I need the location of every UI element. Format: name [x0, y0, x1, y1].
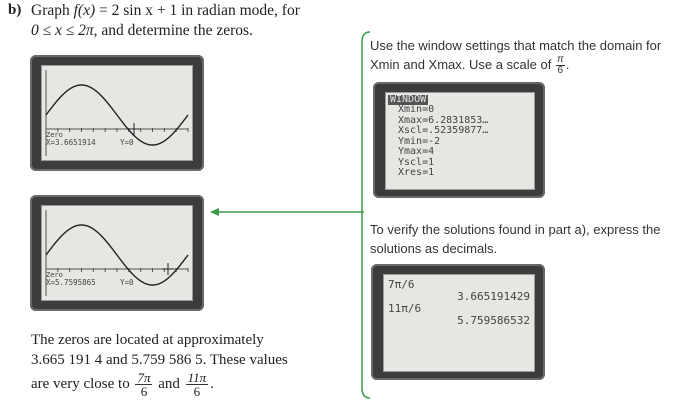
value-5-759: 5.759586532 — [457, 314, 530, 327]
frac2-numerator: 11π — [185, 370, 209, 385]
function-name: f(x) — [73, 2, 96, 19]
scale-frac-numerator: π — [555, 54, 565, 67]
note-verify-decimals: To verify the solutions found in part a)… — [370, 220, 661, 258]
window-line-3: Xscl=.52359877… — [398, 125, 489, 136]
problem-suffix: , and determine the zeros. — [93, 22, 253, 39]
zero-cursor-2 — [162, 263, 174, 275]
window-line-7: Xres=1 — [398, 167, 435, 178]
window-line-6: Yscl=1 — [398, 156, 435, 168]
conclusion-line-1: The zeros are located at approximately — [31, 332, 264, 348]
frac1-numerator: 7π — [135, 370, 153, 385]
connector-arrow — [210, 208, 364, 216]
window-title: WINDOW — [388, 94, 429, 105]
part-label: b) — [8, 2, 22, 18]
problem-prefix: Graph — [31, 2, 74, 19]
note2-line-a: To verify the solutions found in part a)… — [370, 222, 661, 237]
expr-7pi-over-6: 7π/6 — [388, 278, 415, 291]
decimal-screen: 7π/6 3.665191429 11π/6 5.759586532 — [383, 274, 535, 372]
zero-cursor-1 — [128, 123, 140, 135]
note1-line-b-text: Xmin and Xmax. Use a scale of — [370, 57, 552, 72]
problem-equation: = 2 sin x + 1 in radian mode, for — [95, 2, 300, 19]
frac1-denominator: 6 — [140, 384, 148, 399]
zero-readout-x-1: X=3.6651914 — [46, 138, 96, 147]
domain-text: 0 ≤ x ≤ 2π — [31, 22, 94, 39]
conclusion-prefix: are very close to — [31, 375, 130, 392]
window-line-1: Xmin=0 — [398, 104, 435, 115]
window-line-5: Ymax=4 — [398, 146, 435, 157]
right-bracket — [361, 31, 371, 399]
problem-line-2: 0 ≤ x ≤ 2π, and determine the zeros. — [31, 21, 253, 41]
sine-curve-2 — [45, 224, 189, 286]
note1-line-a: Use the window settings that match the d… — [370, 38, 662, 53]
calculator-window-settings: WINDOW Xmin=0 Xmax=6.2831853… Xscl=.5235… — [373, 82, 545, 198]
conclusion-and: and — [158, 375, 180, 392]
conclusion-line-2: 3.665 191 4 and 5.759 586 5. These value… — [31, 352, 288, 368]
conclusion-block: The zeros are located at approximately 3… — [31, 330, 288, 398]
window-line-2: Xmax=6.2831853… — [398, 114, 489, 126]
value-3-665: 3.665191429 — [457, 290, 530, 303]
conclusion-period: . — [210, 375, 214, 392]
calculator-graph-zero-2: Zero X=5.7595865 Y=0 — [30, 195, 204, 311]
sine-curve-1 — [45, 84, 189, 146]
note-window-settings: Use the window settings that match the d… — [370, 36, 661, 76]
zero-readout-x-2: X=5.7595865 — [46, 278, 96, 287]
window-line-4: Ymin=-2 — [398, 135, 441, 147]
problem-line-1: Graph f(x) = 2 sin x + 1 in radian mode,… — [31, 1, 300, 21]
sine-graph-2 — [45, 210, 189, 296]
sine-graph-1 — [45, 70, 189, 156]
zero-readout-y-1: Y=0 — [120, 138, 134, 147]
graph-screen-2: Zero X=5.7595865 Y=0 — [41, 205, 193, 301]
zero-readout-title-1: Zero — [46, 131, 63, 139]
calculator-graph-zero-1: Zero X=3.6651914 Y=0 — [30, 55, 204, 171]
zero-readout-y-2: Y=0 — [120, 278, 134, 287]
zero-readout-title-2: Zero — [46, 271, 63, 279]
graph-screen-1: Zero X=3.6651914 Y=0 — [41, 65, 193, 161]
calculator-decimals: 7π/6 3.665191429 11π/6 5.759586532 — [371, 264, 545, 380]
note2-line-b: solutions as decimals. — [370, 241, 498, 256]
scale-frac-denominator: 6 — [557, 65, 564, 77]
window-screen: WINDOW Xmin=0 Xmax=6.2831853… Xscl=.5235… — [385, 92, 535, 190]
arrow-head-icon — [210, 208, 219, 216]
expr-11pi-over-6: 11π/6 — [388, 302, 422, 315]
frac2-denominator: 6 — [193, 384, 201, 399]
